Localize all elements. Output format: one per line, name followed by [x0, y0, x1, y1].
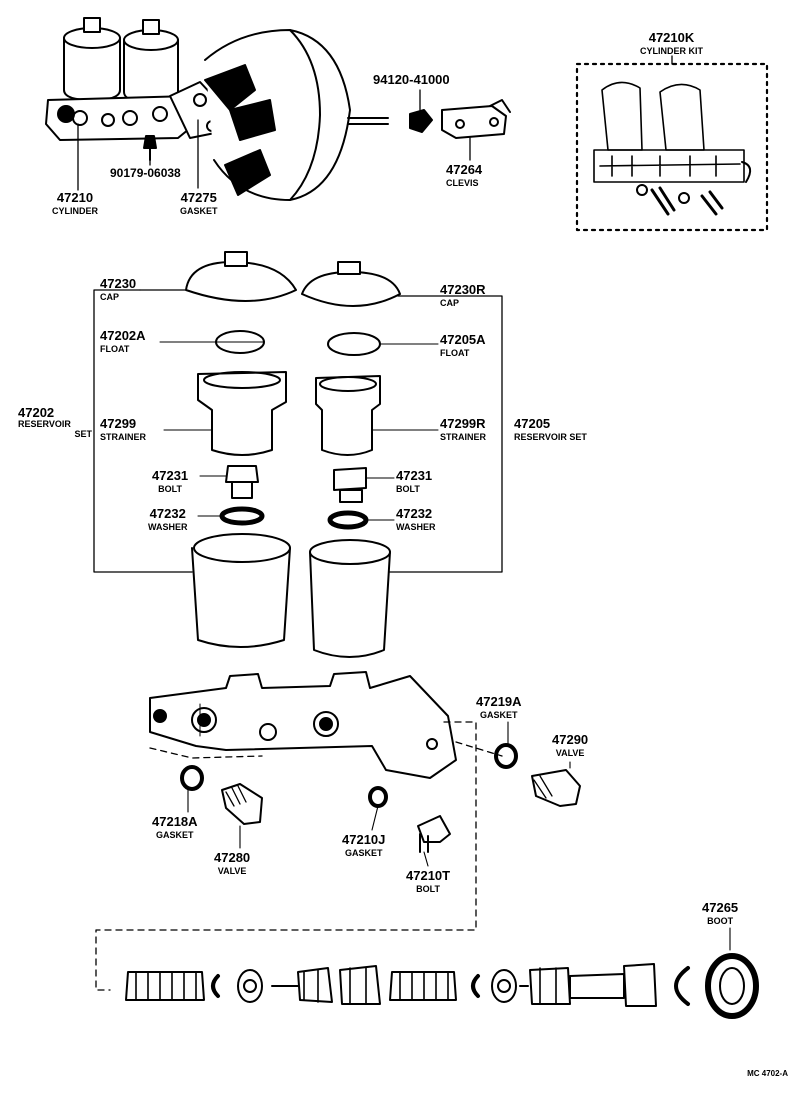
label-47210K: 47210K CYLINDER KIT — [640, 30, 703, 56]
label-47264: 47264 CLEVIS — [446, 162, 482, 188]
reservoir-set-drawing — [93, 251, 503, 658]
part-number: 47210J — [342, 832, 386, 847]
label-47202: 47202 RESERVOIR SET — [18, 406, 92, 439]
part-name: CYLINDER KIT — [640, 46, 703, 56]
part-number: 47299R — [440, 416, 486, 431]
part-name: FLOAT — [100, 344, 130, 354]
label-90179-06038: 90179-06038 — [110, 165, 181, 181]
part-name: RESERVOIR SET — [514, 432, 587, 442]
part-number: 47280 — [214, 850, 251, 865]
label-47205A: 47205A FLOAT — [440, 332, 486, 358]
part-name: BOLT — [158, 484, 182, 494]
label-47210T: 47210T BOLT — [406, 868, 450, 894]
part-number: 94120-41000 — [373, 72, 450, 87]
part-name: WASHER — [148, 522, 188, 532]
part-name: BOLT — [396, 484, 420, 494]
label-47210: 47210 CYLINDER — [52, 190, 98, 216]
part-number: 47299 — [100, 416, 137, 431]
label-47230R: 47230R CAP — [440, 282, 486, 308]
cylinder-body-drawing — [95, 671, 581, 991]
part-name: CAP — [440, 298, 460, 308]
label-47219A: 47219A GASKET — [476, 694, 522, 720]
label-47230: 47230 CAP — [100, 276, 136, 302]
part-name: BOOT — [707, 916, 734, 926]
diagram-code: MC 4702-A — [747, 1069, 788, 1078]
part-name: VALVE — [555, 748, 585, 758]
part-number: 47231 — [152, 468, 189, 483]
label-47299: 47299 STRAINER — [100, 416, 146, 442]
master-cylinder-assembly-drawing — [45, 17, 511, 201]
label-47232-left: 47232 WASHER — [148, 506, 188, 532]
part-number: 47202 — [18, 405, 55, 420]
part-number: 90179-06038 — [110, 166, 181, 180]
part-name: GASKET — [180, 206, 218, 216]
part-number: 47232 — [396, 506, 433, 521]
label-47231-right: 47231 BOLT — [396, 468, 432, 494]
part-number: 47218A — [152, 814, 198, 829]
piston-lineup-drawing — [125, 927, 759, 1019]
label-94120-41000: 94120-41000 — [373, 72, 450, 88]
part-number: 47232 — [149, 506, 186, 521]
part-number: 47205 — [514, 416, 551, 431]
part-number: 47202A — [100, 328, 146, 343]
cylinder-kit-drawing — [575, 55, 769, 232]
label-47275: 47275 GASKET — [180, 190, 218, 216]
part-name: BOLT — [416, 884, 440, 894]
part-name-line-2: SET — [74, 429, 92, 439]
label-47231-left: 47231 BOLT — [152, 468, 188, 494]
label-47218A: 47218A GASKET — [152, 814, 198, 840]
label-47299R: 47299R STRAINER — [440, 416, 486, 442]
part-name: CLEVIS — [446, 178, 479, 188]
part-number: 47230 — [100, 276, 137, 291]
part-number: 47210K — [648, 30, 695, 45]
part-number: 47219A — [476, 694, 522, 709]
part-name: CAP — [100, 292, 120, 302]
part-name: GASKET — [344, 848, 383, 858]
part-number: 47210 — [56, 190, 94, 205]
part-number: 47205A — [440, 332, 486, 347]
part-name: WASHER — [396, 522, 436, 532]
part-number: 47231 — [396, 468, 433, 483]
part-name: STRAINER — [100, 432, 147, 442]
label-47232-right: 47232 WASHER — [396, 506, 436, 532]
part-name: VALVE — [217, 866, 247, 876]
label-47205: 47205 RESERVOIR SET — [514, 416, 587, 442]
part-number: 47265 — [702, 900, 739, 915]
part-name: GASKET — [480, 710, 518, 720]
part-number: 47290 — [552, 732, 589, 747]
part-number: 47230R — [440, 282, 486, 297]
label-47280: 47280 VALVE — [214, 850, 250, 876]
label-47265: 47265 BOOT — [702, 900, 738, 926]
part-name: FLOAT — [440, 348, 470, 358]
part-number: 47264 — [446, 162, 483, 177]
part-number: 47275 — [180, 190, 217, 205]
part-name: RESERVOIR — [18, 419, 71, 429]
label-47210J: 47210J GASKET — [342, 832, 385, 858]
part-name: CYLINDER — [52, 206, 99, 216]
label-47202A: 47202A FLOAT — [100, 328, 146, 354]
part-name: GASKET — [156, 830, 194, 840]
part-name: STRAINER — [440, 432, 487, 442]
label-47290: 47290 VALVE — [552, 732, 588, 758]
part-number: 47210T — [406, 868, 451, 883]
